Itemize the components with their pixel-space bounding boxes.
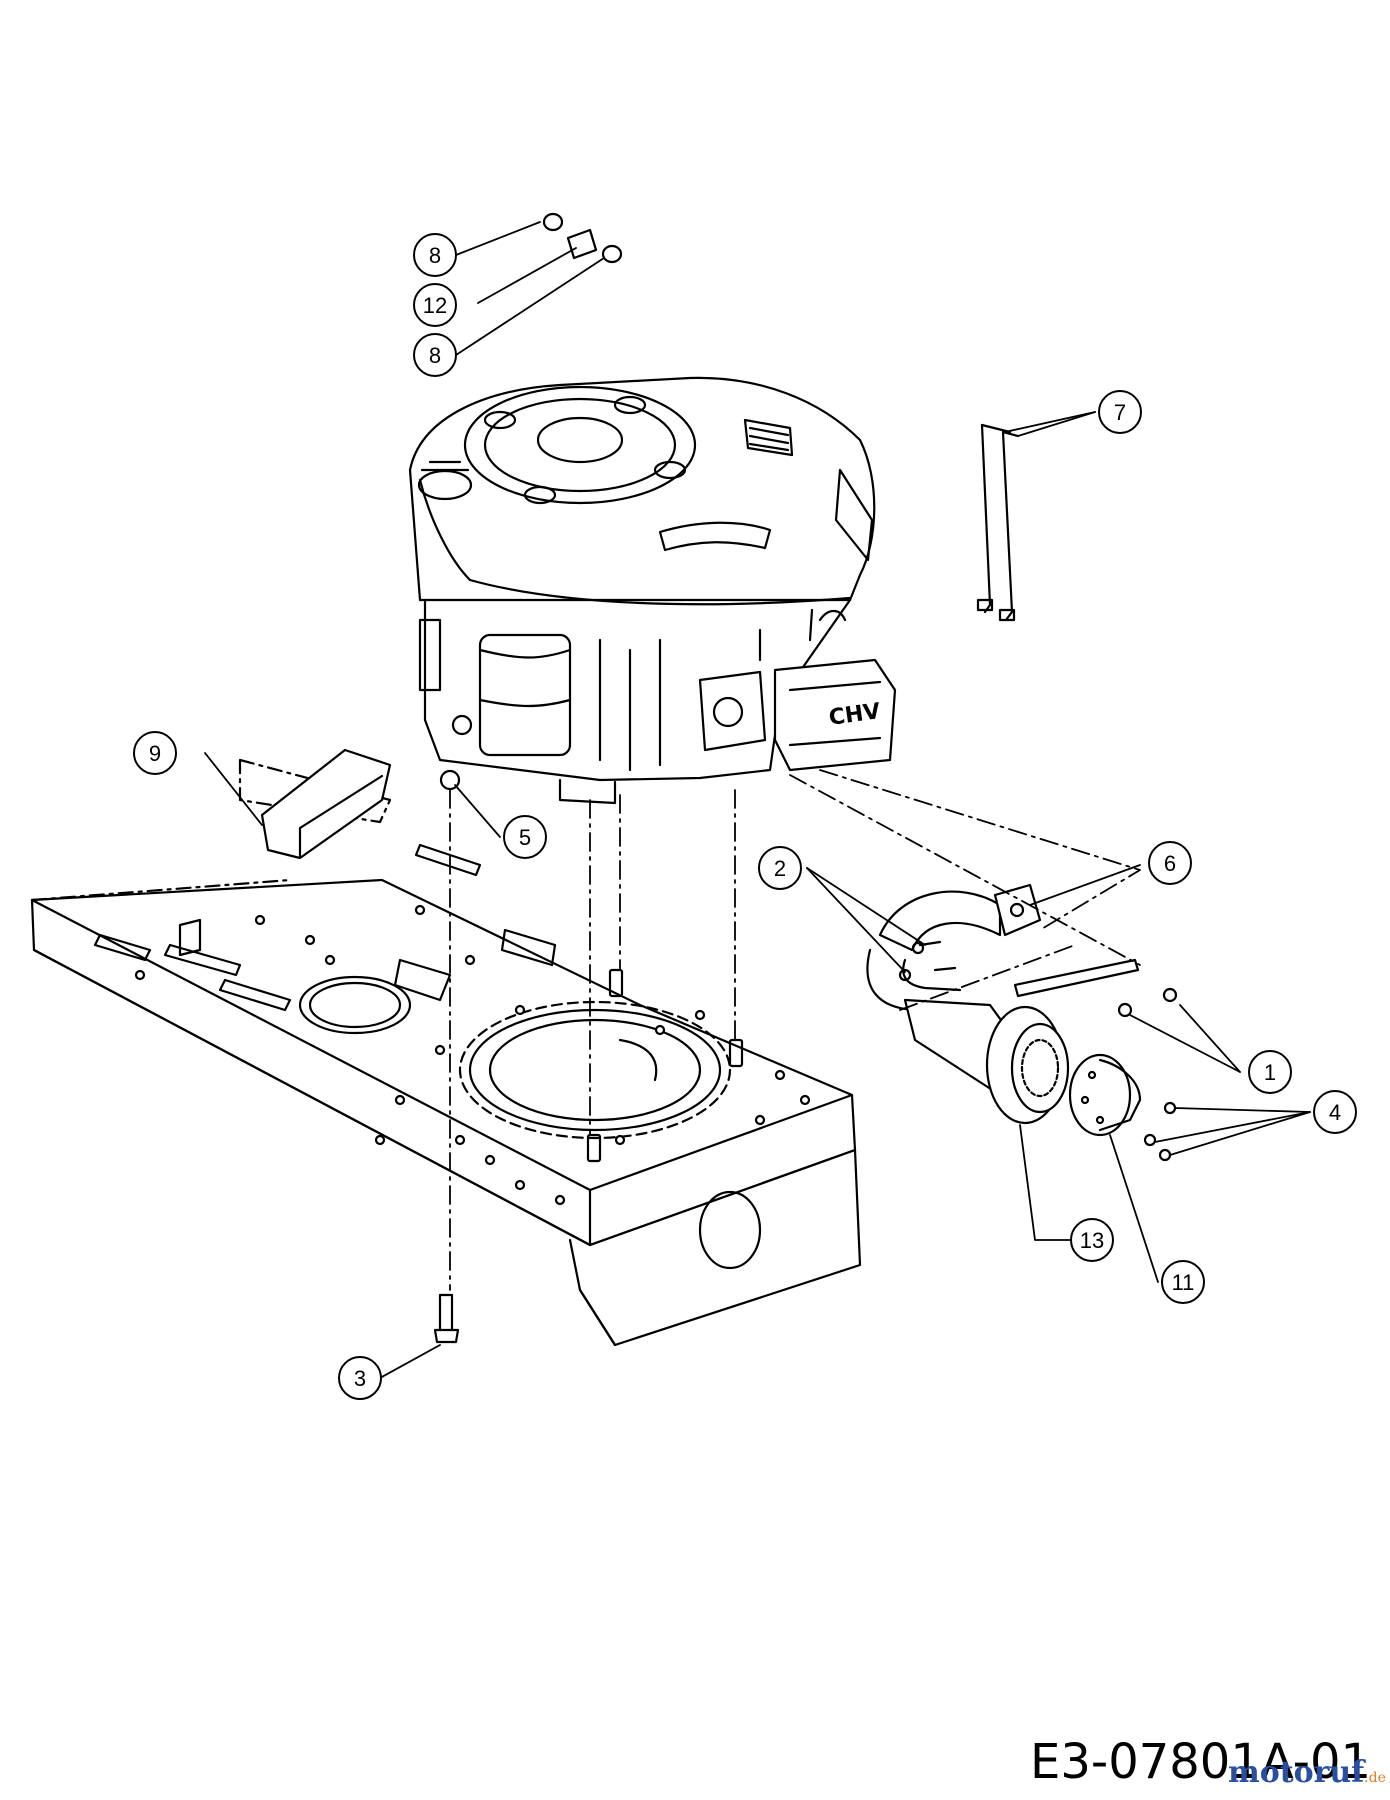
callout-label-c4: 4 bbox=[1329, 1100, 1341, 1125]
callout-label-c7: 7 bbox=[1114, 400, 1126, 425]
callout-circle-c7 bbox=[1098, 390, 1142, 434]
muffler-assembly bbox=[866, 883, 1178, 1162]
drawing-number: E3-07801A-01 bbox=[1030, 1734, 1371, 1790]
rods-part-7 bbox=[976, 423, 1020, 622]
callout-circle-c11 bbox=[1161, 1260, 1205, 1304]
callout-circle-c8a bbox=[413, 233, 457, 277]
callout-circle-c5 bbox=[503, 815, 547, 859]
callout-label-c1: 1 bbox=[1264, 1060, 1276, 1085]
callout-circle-c9 bbox=[133, 731, 177, 775]
callout-label-c2: 2 bbox=[774, 856, 786, 881]
bracket-part-9 bbox=[260, 748, 392, 860]
alignment-lines bbox=[449, 769, 1141, 1291]
nut-part-5 bbox=[439, 769, 461, 791]
watermark-suffix: .de bbox=[1364, 1770, 1386, 1786]
watermark-text: motoruf bbox=[1228, 1755, 1365, 1790]
callout-label-c8b: 8 bbox=[429, 343, 441, 368]
callout-circle-c4 bbox=[1313, 1090, 1357, 1134]
callout-label-c11: 11 bbox=[1172, 1270, 1195, 1295]
callout-circle-c1 bbox=[1248, 1050, 1292, 1094]
watermark: motoruf.de bbox=[1228, 1755, 1386, 1790]
callout-label-c13: 13 bbox=[1080, 1228, 1104, 1253]
callout-circle-c13 bbox=[1070, 1218, 1114, 1262]
callout-label-c6: 6 bbox=[1164, 851, 1176, 876]
callout-circle-c12 bbox=[413, 283, 457, 327]
callout-label-c8a: 8 bbox=[429, 243, 441, 268]
bolt-part-3 bbox=[433, 1293, 460, 1344]
engine-assembly: CHV bbox=[408, 376, 897, 805]
callout-label-c5: 5 bbox=[519, 825, 531, 850]
callout-label-c3: 3 bbox=[354, 1366, 366, 1391]
mower-chassis bbox=[30, 758, 862, 1347]
hardware-parts-8-12 bbox=[542, 212, 623, 264]
callout-circle-c6 bbox=[1148, 841, 1192, 885]
callout-circle-c8b bbox=[413, 333, 457, 377]
leader-lines bbox=[204, 221, 1311, 1379]
callout-label-c12: 12 bbox=[423, 293, 447, 318]
callout-label-c9: 9 bbox=[149, 741, 161, 766]
callout-circle-c3 bbox=[338, 1356, 382, 1400]
callout-circle-c2 bbox=[758, 846, 802, 890]
